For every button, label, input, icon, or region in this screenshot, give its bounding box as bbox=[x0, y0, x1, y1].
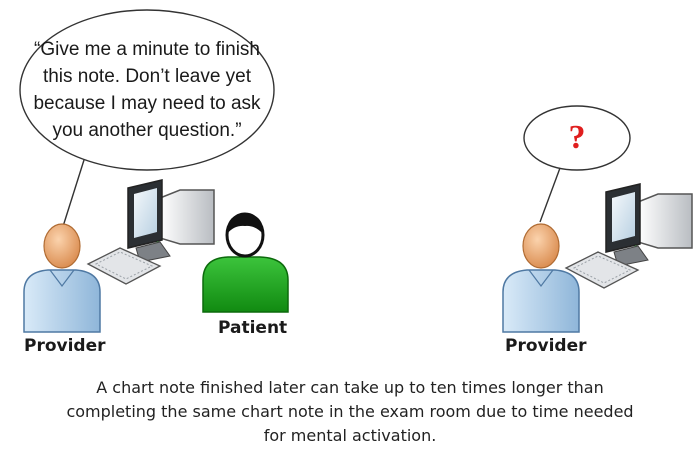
patient-figure bbox=[202, 212, 289, 313]
computer-icon bbox=[565, 183, 693, 289]
provider-label: Provider bbox=[24, 336, 106, 356]
provider-figure bbox=[502, 223, 580, 333]
question-mark: ? bbox=[568, 119, 586, 156]
provider-figure bbox=[23, 223, 101, 333]
patient-label: Patient bbox=[218, 318, 288, 338]
speech-bubble bbox=[19, 9, 275, 237]
caption: A chart note finished later can take up … bbox=[66, 378, 634, 445]
thought-bubble bbox=[523, 105, 631, 223]
speech-bubble-text: “Give me a minute to finish this note. D… bbox=[33, 39, 261, 141]
provider-label: Provider bbox=[505, 336, 587, 356]
computer-icon bbox=[87, 179, 215, 285]
